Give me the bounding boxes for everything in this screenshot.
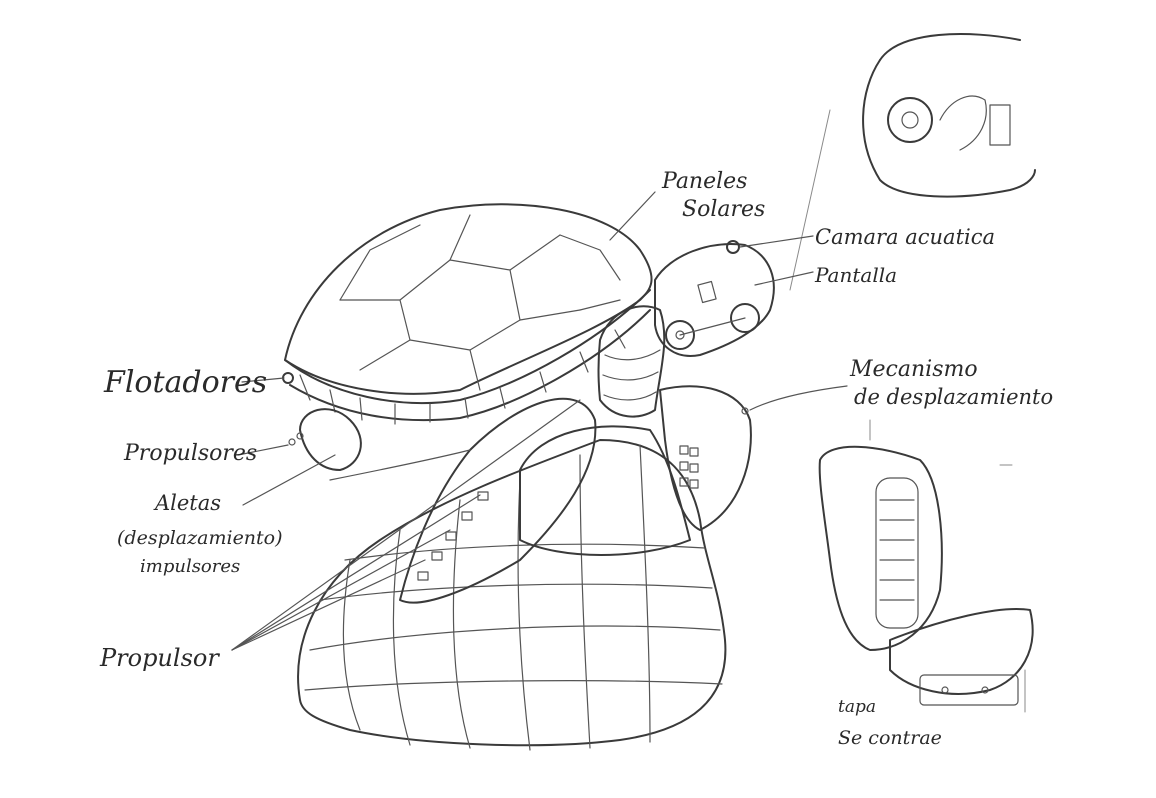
label-camara: Camara acuatica [815,225,995,249]
label-propulsores: Propulsores [123,441,257,466]
pedestal [520,426,690,555]
camera-detail-sketch [790,34,1035,290]
leader-propulsor-4 [232,400,580,650]
front-flipper [400,399,595,603]
camera-lens [727,241,739,253]
side-mechanism [660,386,751,530]
label-mecanismo-1: Mecanismo [849,357,978,382]
leader-propulsor-1 [232,495,480,650]
leader-mecanismo [750,386,847,410]
turtle-robot-drawing [283,204,774,750]
label-aletas-1: Aletas [153,491,221,515]
label-paneles-2: Solares [682,197,765,222]
label-propulsor: Propulsor [99,644,220,672]
label-flotadores: Flotadores [103,365,267,400]
leader-propulsor-3 [232,560,425,650]
annotations: Paneles Solares Camara acuatica Pantalla… [99,169,1053,749]
lower-body-grid [298,440,725,750]
label-tapa-2: Se contrae [838,727,942,749]
label-aletas-2: (desplazamiento) [117,527,283,549]
leader-paneles [610,192,655,240]
shell [285,204,652,424]
head [655,241,774,356]
label-tapa-1: tapa [838,697,876,717]
leader-pantalla [755,272,813,285]
leader-lines [232,192,847,650]
label-pantalla: Pantalla [814,263,897,287]
leader-camara [740,236,813,247]
label-paneles-1: Paneles [661,169,747,194]
label-aletas-3: impulsores [140,556,240,577]
label-mecanismo-2: de desplazamiento [854,385,1053,409]
mechanism-detail-sketch [820,420,1033,712]
